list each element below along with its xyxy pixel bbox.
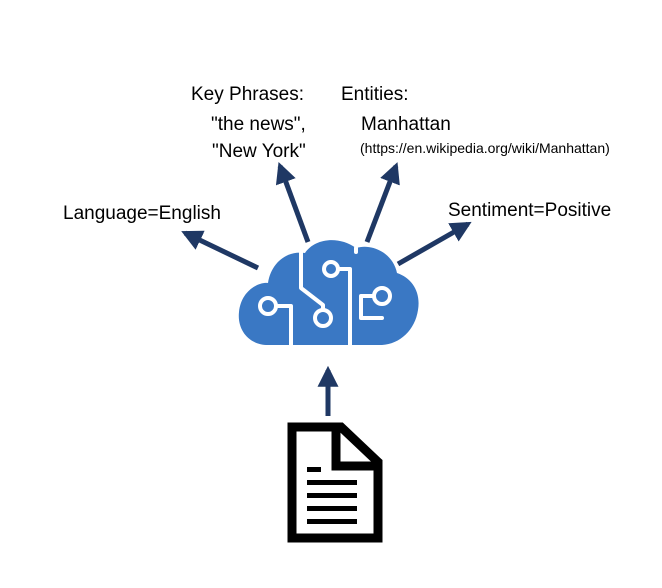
arrows bbox=[181, 162, 472, 416]
key-phrase-1: "the news", bbox=[211, 114, 306, 135]
circuit-lines bbox=[258, 246, 392, 348]
sentiment-label: Sentiment=Positive bbox=[448, 200, 612, 221]
entities-title: Entities: bbox=[341, 84, 409, 105]
document-fold bbox=[331, 427, 378, 471]
arrow-to-entities bbox=[364, 162, 400, 243]
language-label: Language=English bbox=[63, 203, 221, 224]
key-phrase-2: "New York" bbox=[212, 141, 306, 162]
arrow-to-sentiment bbox=[396, 221, 472, 267]
document-icon bbox=[287, 422, 383, 543]
cloud-shape bbox=[238, 240, 419, 345]
entity-name: Manhattan bbox=[361, 114, 451, 135]
key-phrases-title: Key Phrases: bbox=[191, 84, 304, 105]
arrow-to-language bbox=[181, 230, 260, 271]
arrow-to-key-phrases bbox=[275, 162, 311, 243]
brain-cloud-icon bbox=[238, 240, 419, 348]
entity-link: (https://en.wikipedia.org/wiki/Manhattan… bbox=[360, 140, 610, 156]
